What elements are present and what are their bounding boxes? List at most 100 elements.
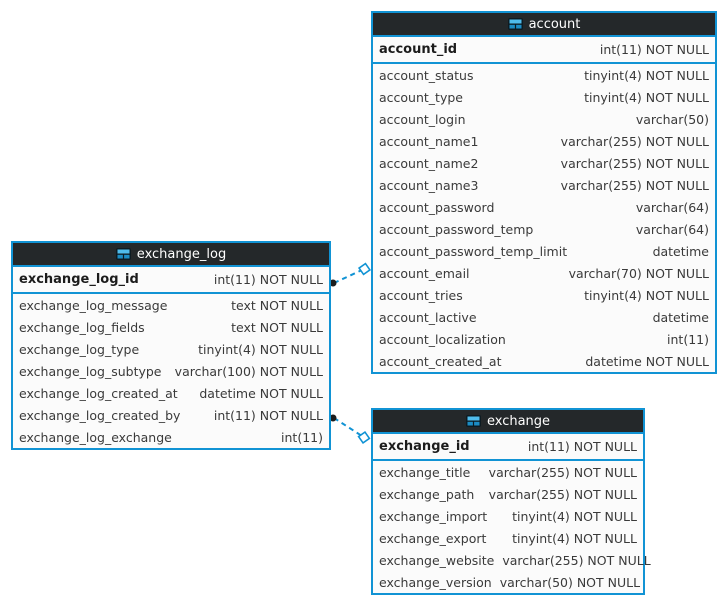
column-name: account_login — [379, 111, 466, 127]
table-title: exchange_log — [136, 246, 227, 262]
column-type: int(11) — [667, 331, 709, 347]
column-type: varchar(64) — [635, 221, 709, 237]
column-row: account_name3 varchar(255) NOT NULL — [373, 174, 715, 196]
column-type: varchar(255) NOT NULL — [560, 177, 709, 193]
column-name: account_email — [379, 265, 470, 281]
column-name: exchange_log_created_at — [19, 385, 178, 401]
column-row: exchange_path varchar(255) NOT NULL — [373, 483, 643, 505]
column-type: int(11) NOT NULL — [213, 272, 323, 287]
column-name: account_type — [379, 89, 463, 105]
column-row: exchange_log_exchange int(11) — [13, 426, 329, 448]
column-row: exchange_log_message text NOT NULL — [13, 294, 329, 316]
column-name: exchange_website — [379, 552, 495, 568]
table-exchange-header[interactable]: exchange — [373, 410, 643, 434]
connector-dot-icon — [329, 414, 337, 422]
column-row: account_localization int(11) — [373, 328, 715, 350]
connector-exchange-log-to-exchange[interactable] — [329, 414, 371, 445]
table-title: exchange — [486, 413, 551, 429]
column-row: account_created_at datetime NOT NULL — [373, 350, 715, 372]
column-type: tinyint(4) NOT NULL — [584, 287, 709, 303]
column-type: varchar(100) NOT NULL — [174, 363, 323, 379]
column-name: exchange_log_exchange — [19, 429, 172, 445]
column-row: exchange_title varchar(255) NOT NULL — [373, 461, 643, 483]
column-name: account_password — [379, 199, 495, 215]
column-row: exchange_log_fields text NOT NULL — [13, 316, 329, 338]
connector-diamond-icon — [357, 262, 372, 276]
column-row: account_tries tinyint(4) NOT NULL — [373, 284, 715, 306]
column-type: text NOT NULL — [231, 319, 323, 335]
column-name: account_status — [379, 67, 474, 83]
column-row-primary-key: exchange_log_id int(11) NOT NULL — [13, 267, 329, 294]
column-name: exchange_import — [379, 508, 488, 524]
table-icon — [115, 248, 131, 260]
column-rows: account_status tinyint(4) NOT NULL accoun… — [373, 64, 715, 372]
column-row: account_name1 varchar(255) NOT NULL — [373, 130, 715, 152]
column-name: exchange_title — [379, 464, 471, 480]
column-type: varchar(50) — [635, 111, 709, 127]
column-name: account_password_temp_limit — [379, 243, 568, 259]
column-row: exchange_export tinyint(4) NOT NULL — [373, 527, 643, 549]
column-name: exchange_log_id — [19, 272, 139, 287]
column-name: exchange_path — [379, 486, 475, 502]
column-name: account_password_temp — [379, 221, 534, 237]
column-type: varchar(70) NOT NULL — [568, 265, 709, 281]
column-row: exchange_import tinyint(4) NOT NULL — [373, 505, 643, 527]
column-row: account_name2 varchar(255) NOT NULL — [373, 152, 715, 174]
column-type: int(11) — [281, 429, 323, 445]
column-type: varchar(255) NOT NULL — [560, 133, 709, 149]
connector-diamond-icon — [357, 430, 371, 445]
column-type: text NOT NULL — [231, 297, 323, 313]
column-name: account_lactive — [379, 309, 477, 325]
column-type: tinyint(4) NOT NULL — [584, 67, 709, 83]
column-name: exchange_version — [379, 574, 492, 590]
column-name: account_id — [379, 42, 458, 57]
column-type: varchar(255) NOT NULL — [560, 155, 709, 171]
table-node-account[interactable]: account account_id int(11) NOT NULL acco… — [371, 11, 717, 374]
column-name: exchange_id — [379, 439, 470, 454]
table-account-header[interactable]: account — [373, 13, 715, 37]
column-type: datetime NOT NULL — [585, 353, 709, 369]
column-type: varchar(64) — [635, 199, 709, 215]
column-name: account_localization — [379, 331, 506, 347]
column-row: account_password varchar(64) — [373, 196, 715, 218]
table-icon — [507, 18, 523, 30]
connector-exchange-log-to-account[interactable] — [329, 262, 372, 287]
table-node-exchange[interactable]: exchange exchange_id int(11) NOT NULL ex… — [371, 408, 651, 595]
column-type: tinyint(4) NOT NULL — [198, 341, 323, 357]
column-type: tinyint(4) NOT NULL — [512, 508, 637, 524]
table-node-exchange-log[interactable]: exchange_log exchange_log_id int(11) NOT… — [11, 241, 331, 450]
column-name: account_tries — [379, 287, 463, 303]
column-rows: exchange_title varchar(255) NOT NULL exch… — [373, 461, 651, 593]
column-row: account_login varchar(50) — [373, 108, 715, 130]
column-row-primary-key: exchange_id int(11) NOT NULL — [373, 434, 643, 461]
column-row: exchange_version varchar(50) NOT NULL — [373, 571, 643, 593]
table-exchange-log-header[interactable]: exchange_log — [13, 243, 329, 267]
column-type: varchar(255) NOT NULL — [502, 552, 651, 568]
column-type: varchar(50) NOT NULL — [499, 574, 641, 590]
column-name: account_created_at — [379, 353, 502, 369]
table-title: account — [528, 16, 581, 32]
column-row: account_email varchar(70) NOT NULL — [373, 262, 715, 284]
column-type: int(11) NOT NULL — [213, 407, 323, 423]
column-type: tinyint(4) NOT NULL — [584, 89, 709, 105]
column-row: exchange_log_created_by int(11) NOT NULL — [13, 404, 329, 426]
column-name: account_name2 — [379, 155, 479, 171]
column-name: account_name3 — [379, 177, 479, 193]
column-row: exchange_log_type tinyint(4) NOT NULL — [13, 338, 329, 360]
column-name: exchange_log_created_by — [19, 407, 181, 423]
column-name: account_name1 — [379, 133, 479, 149]
column-row: account_type tinyint(4) NOT NULL — [373, 86, 715, 108]
column-type: varchar(255) NOT NULL — [488, 486, 637, 502]
column-row: account_password_temp varchar(64) — [373, 218, 715, 240]
column-name: exchange_log_type — [19, 341, 140, 357]
column-type: varchar(255) NOT NULL — [488, 464, 637, 480]
column-name: exchange_export — [379, 530, 487, 546]
connector-dot-icon — [329, 279, 337, 287]
column-type: tinyint(4) NOT NULL — [512, 530, 637, 546]
column-name: exchange_log_fields — [19, 319, 145, 335]
column-name: exchange_log_message — [19, 297, 168, 313]
